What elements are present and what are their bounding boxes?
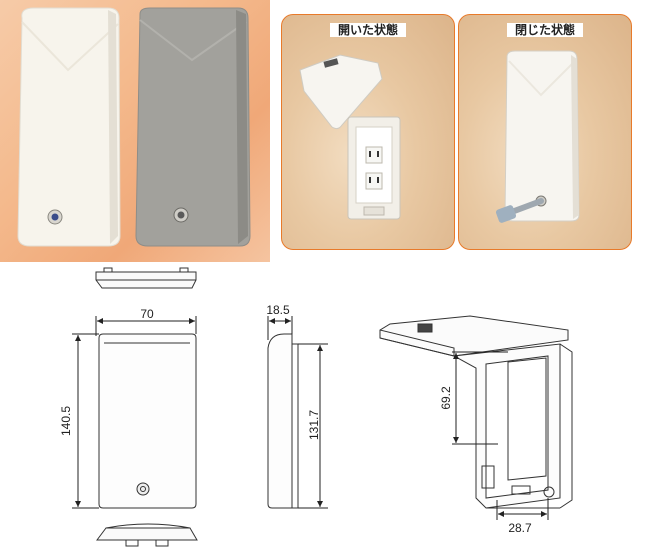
dim-width: 70	[95, 307, 197, 336]
dim-opening-width-label: 28.7	[508, 521, 532, 535]
dim-height-label: 140.5	[59, 406, 73, 436]
dim-opening-height-label: 69.2	[439, 386, 453, 410]
closed-state-label: 閉じた状態	[459, 21, 631, 38]
dim-depth-label: 18.5	[266, 303, 290, 317]
front-view	[98, 333, 197, 509]
isometric-open-view	[379, 315, 573, 509]
side-view	[267, 333, 299, 509]
technical-drawing: 70 140.5 18.5 131.7	[59, 267, 573, 547]
bottom-view	[96, 523, 198, 547]
top-view	[95, 267, 197, 289]
dim-opening-width: 28.7	[496, 498, 549, 535]
white-cover-unit	[17, 7, 121, 247]
open-state-photo: 開いた状態	[281, 14, 455, 250]
dim-opening-height: 69.2	[439, 351, 508, 445]
closed-state-photo: 閉じた状態	[458, 14, 632, 250]
open-state-label: 開いた状態	[282, 21, 454, 38]
dim-width-label: 70	[140, 307, 154, 321]
dim-side-height: 131.7	[298, 343, 328, 509]
dim-side-height-label: 131.7	[307, 410, 321, 440]
product-photo	[0, 0, 270, 262]
dim-depth: 18.5	[266, 303, 293, 340]
dim-height: 140.5	[59, 333, 99, 509]
gray-cover-unit	[135, 7, 251, 247]
